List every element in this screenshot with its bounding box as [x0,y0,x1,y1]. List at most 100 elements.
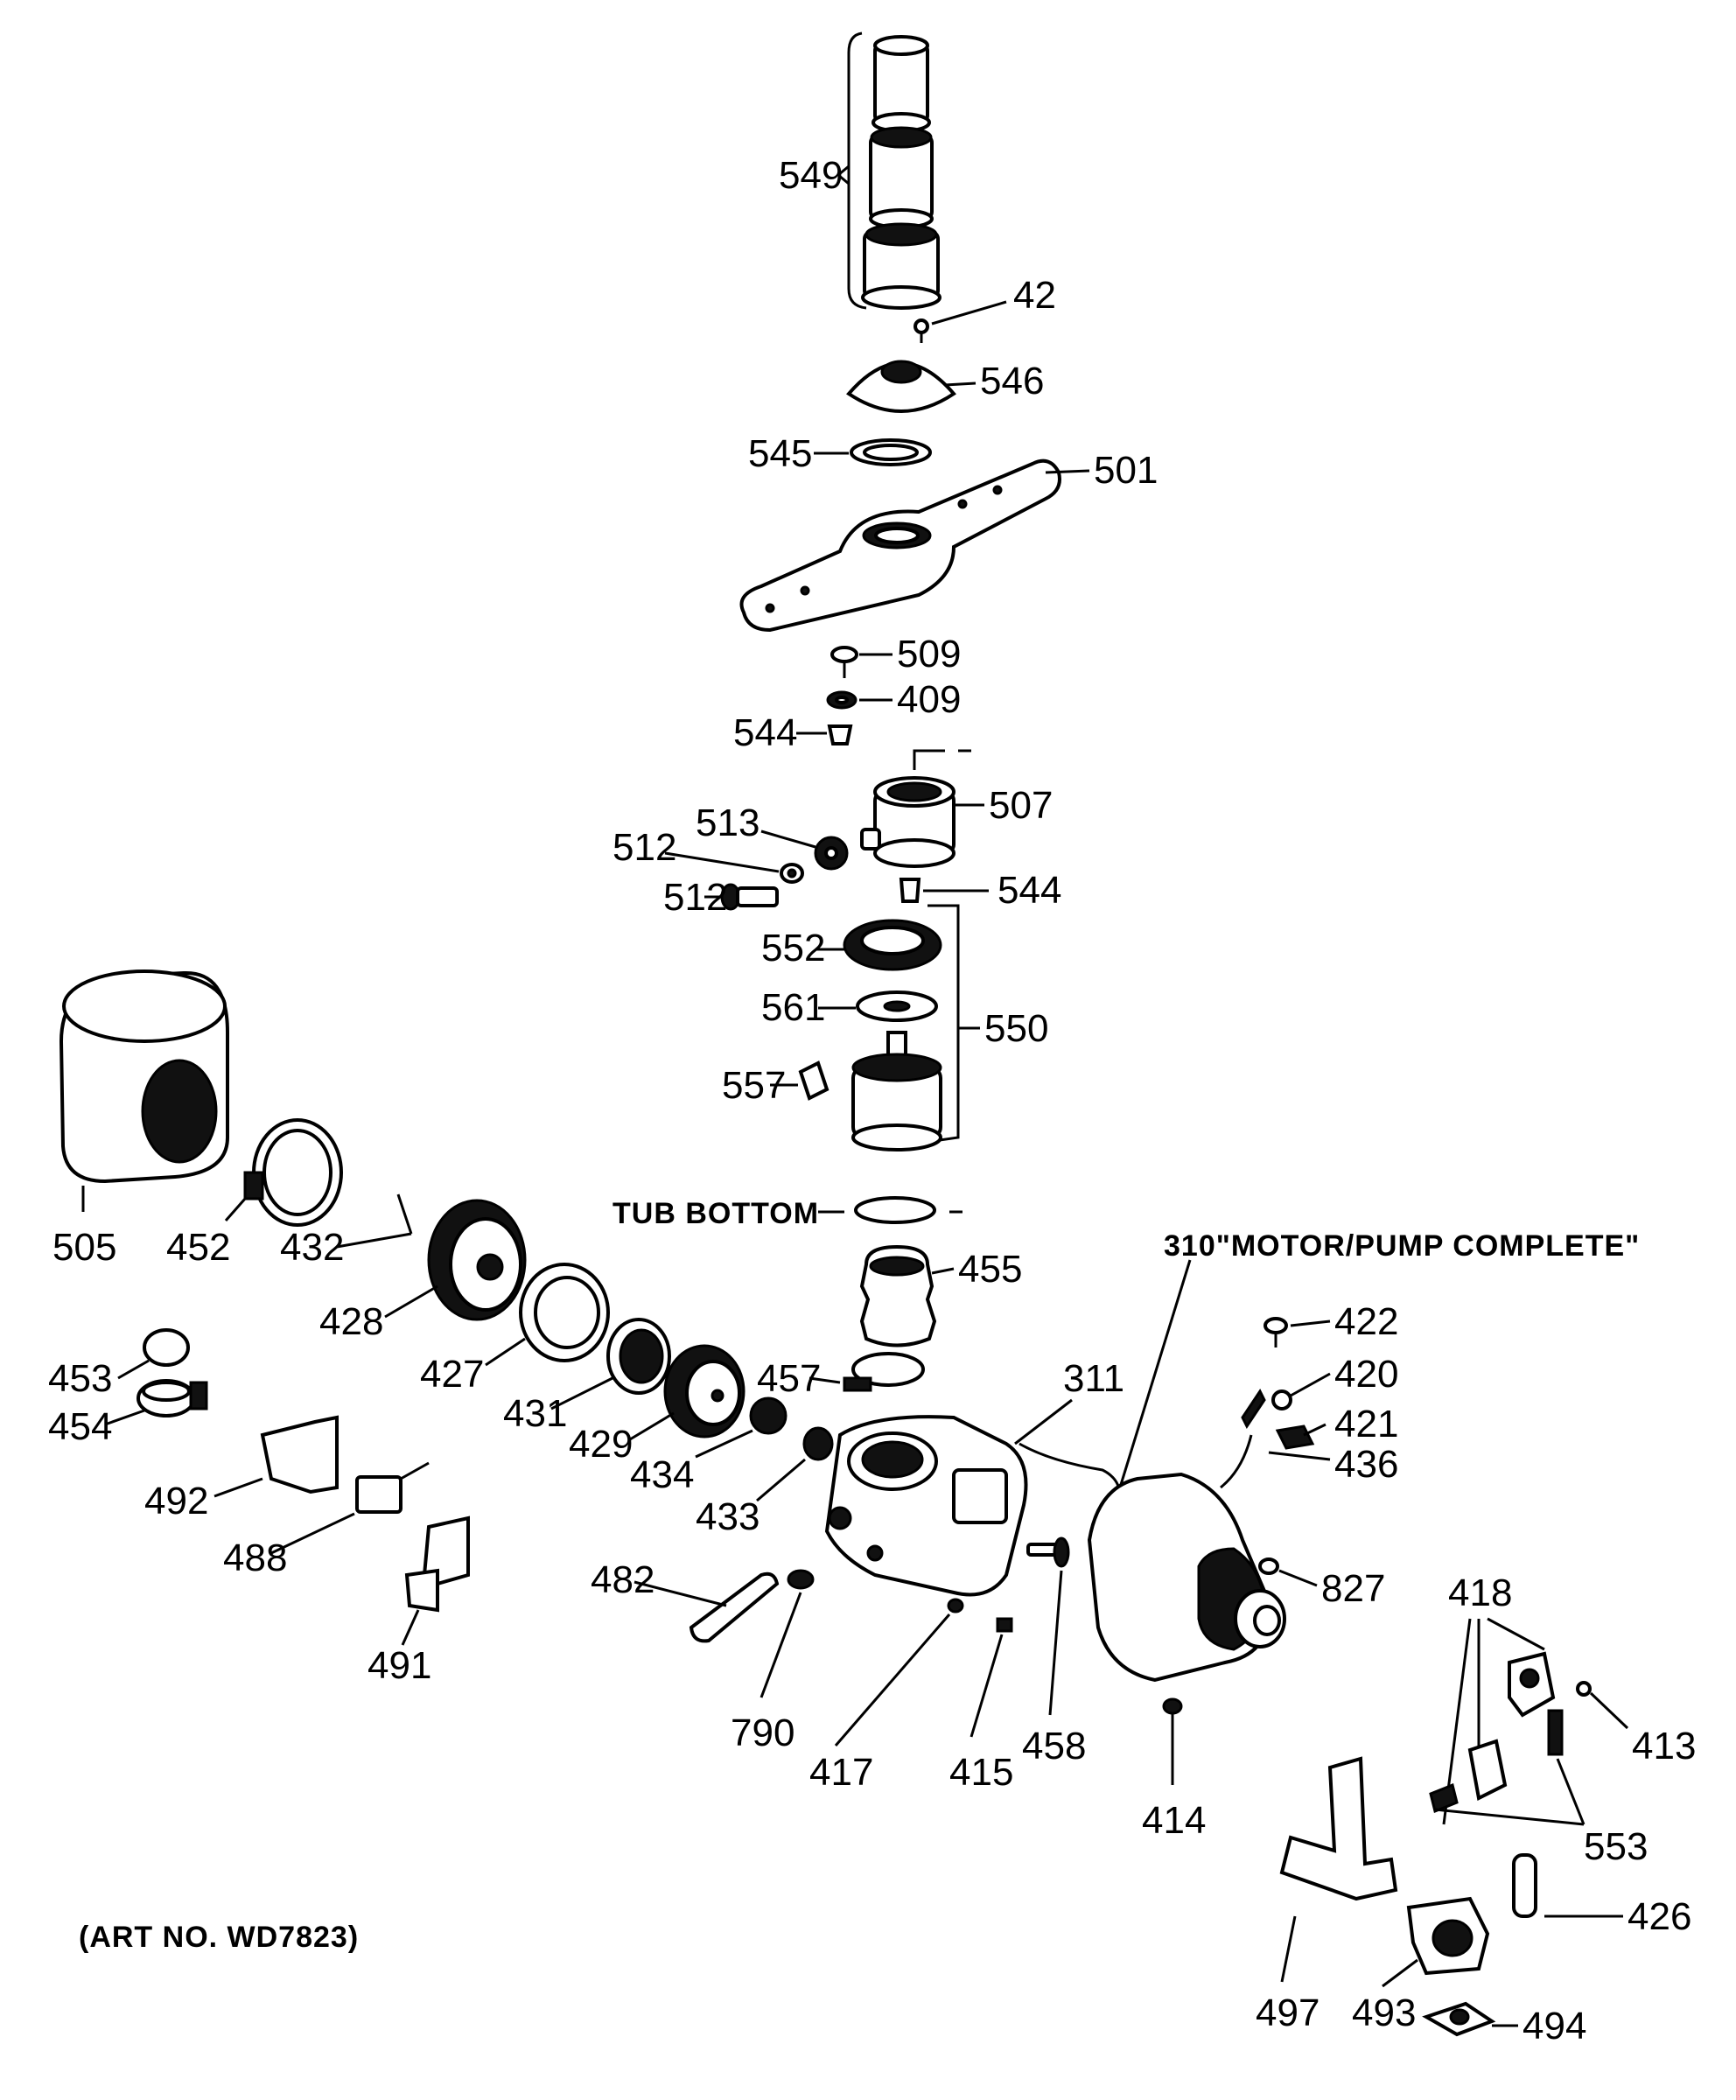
part-458-bolt [1026,1536,1070,1716]
label-561: 561 [761,986,825,1029]
part-452-hose-clamp [224,1118,343,1227]
part-790-spring [760,1569,815,1698]
label-492: 492 [144,1480,208,1522]
label-454: 454 [48,1405,112,1448]
part-549-tube-assembly [836,32,942,310]
part-413-clip [1508,1651,1629,1730]
part-432-pin [336,1194,413,1249]
label-507: 507 [989,784,1053,827]
part-415-nut [970,1617,1013,1738]
part-428-impeller [384,1199,527,1321]
tub-bottom-note: TUB BOTTOM [612,1197,819,1230]
part-512-washer [664,851,804,884]
part-431-ring [550,1318,671,1410]
part-494-plunger [1422,2001,1518,2037]
part-409-washer [826,690,892,710]
label-426: 426 [1628,1895,1691,1938]
part-544-nut-upper [796,724,853,746]
label-414: 414 [1142,1799,1206,1842]
part-557-clip [770,1060,830,1101]
part-427-ring [485,1263,610,1367]
part-497-bracket [1279,1756,1398,1983]
label-429: 429 [569,1423,633,1466]
label-557: 557 [722,1064,786,1107]
label-455: 455 [958,1248,1022,1291]
part-561-washer [818,990,938,1022]
label-494: 494 [1522,2005,1586,2048]
label-790: 790 [731,1712,794,1754]
label-453: 453 [48,1357,112,1400]
label-415: 415 [949,1751,1013,1794]
part-hub-assembly [851,1031,942,1152]
art-number: (ART NO. WD7823) [79,1921,359,1954]
label-552: 552 [761,927,825,970]
label-433: 433 [696,1495,760,1538]
label-513: 513 [696,802,760,844]
part-505-sump-housing [59,970,229,1212]
label-544-lower: 544 [998,869,1061,912]
label-42: 42 [1013,274,1056,317]
label-827: 827 [1321,1567,1385,1610]
part-420-spring [1220,1372,1331,1489]
label-488: 488 [223,1536,287,1579]
part-426-sensor [1512,1853,1623,1918]
part-motor [1087,1472,1286,1683]
label-436: 436 [1334,1443,1398,1486]
part-488-switch [270,1461,430,1555]
part-491-bracket [401,1516,470,1646]
label-413: 413 [1632,1725,1696,1768]
part-492-bracket [214,1415,339,1498]
part-418-tab [1467,1739,1508,1801]
label-544-upper: 544 [733,711,797,754]
part-311-pump-housing [824,1398,1073,1597]
label-431: 431 [503,1392,567,1435]
label-457: 457 [757,1357,821,1400]
part-422-screw [1264,1317,1331,1348]
part-421-bracket [1275,1423,1326,1450]
part-553-springs [1429,1709,1586,1826]
part-482-tube [634,1572,780,1643]
label-417: 417 [809,1751,873,1794]
part-552-gear-ring [816,919,942,971]
part-507-gear-housing [860,749,984,868]
label-501: 501 [1094,449,1158,492]
label-549: 549 [779,154,843,197]
label-427: 427 [420,1353,484,1396]
part-434-ball [695,1396,788,1459]
label-491: 491 [368,1644,431,1687]
part-544-nut-lower [899,878,989,903]
part-414-screw [1162,1698,1183,1785]
label-421: 421 [1334,1403,1398,1446]
part-42-screw [914,300,1007,343]
part-827-screw [1258,1558,1318,1587]
label-428: 428 [319,1300,383,1343]
label-432: 432 [280,1226,344,1269]
label-553: 553 [1584,1825,1648,1868]
part-457-clamp [808,1352,925,1392]
part-455-boot [859,1244,955,1348]
label-512-lower: 512 [663,876,727,919]
part-454-clamp [104,1379,208,1426]
label-550: 550 [984,1007,1048,1050]
part-417-nut [834,1598,964,1746]
motor-pump-complete-note: 310"MOTOR/PUMP COMPLETE" [1164,1229,1640,1263]
label-452: 452 [166,1226,230,1269]
label-434: 434 [630,1453,694,1496]
bracket-550 [927,904,960,1144]
label-493: 493 [1352,1992,1416,2034]
part-429-cover [629,1344,746,1441]
part-513-pinion-gear [760,830,849,871]
part-509-screw [830,646,892,678]
label-497: 497 [1256,1992,1320,2034]
label-505: 505 [52,1226,116,1269]
label-509: 509 [897,633,961,676]
part-512-bolt [704,883,779,911]
part-501-spray-arm [739,458,1090,633]
label-409: 409 [897,678,961,721]
part-546-cap [846,360,976,413]
label-418: 418 [1448,1572,1512,1614]
part-493-solenoid [1382,1896,1490,1988]
label-311: 311 [1063,1357,1124,1400]
